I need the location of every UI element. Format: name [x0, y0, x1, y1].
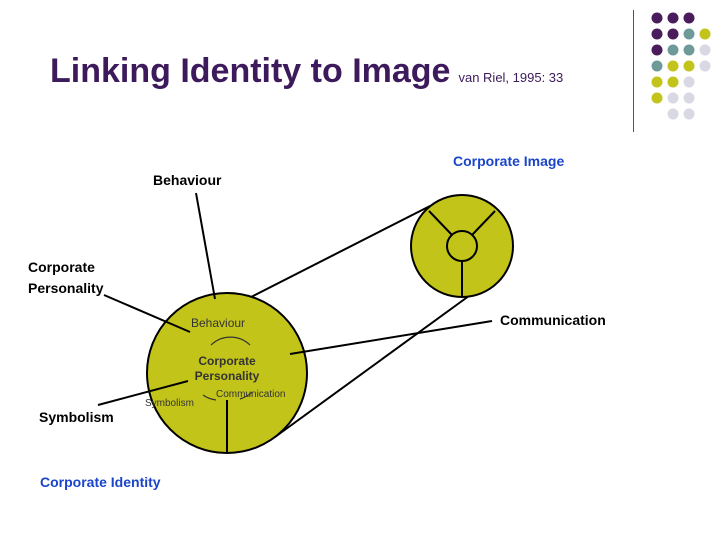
- label-corporate-personality: Corporate Personality: [28, 259, 104, 296]
- title-text: Linking Identity to Image: [50, 52, 451, 90]
- citation-text: van Riel, 1995: 33: [458, 70, 564, 85]
- title-divider-line: [633, 10, 634, 132]
- pointer-symbolism: [97, 380, 189, 406]
- pointer-corporate-personality: [103, 294, 191, 333]
- inner-label-corporate-personality: Corporate Personality: [194, 354, 260, 383]
- label-communication: Communication: [500, 312, 606, 328]
- label-corporate-image: Corporate Image: [453, 153, 565, 169]
- inner-label-behaviour: Behaviour: [191, 316, 246, 330]
- pointer-behaviour: [195, 192, 216, 300]
- image-circle: [410, 194, 514, 298]
- slide-title: Linking Identity to Image van Riel, 1995:…: [50, 52, 563, 91]
- label-behaviour: Behaviour: [153, 172, 222, 188]
- decorative-dot-grid: [651, 12, 711, 120]
- pointer-communication: [289, 320, 493, 355]
- inner-label-communication: Communication: [216, 389, 286, 400]
- inner-label-symbolism: Symbolism: [145, 398, 194, 409]
- connector-line-bottom: [274, 284, 485, 438]
- label-corporate-identity: Corporate Identity: [40, 474, 161, 490]
- label-symbolism: Symbolism: [39, 409, 114, 425]
- identity-circle: [146, 292, 308, 454]
